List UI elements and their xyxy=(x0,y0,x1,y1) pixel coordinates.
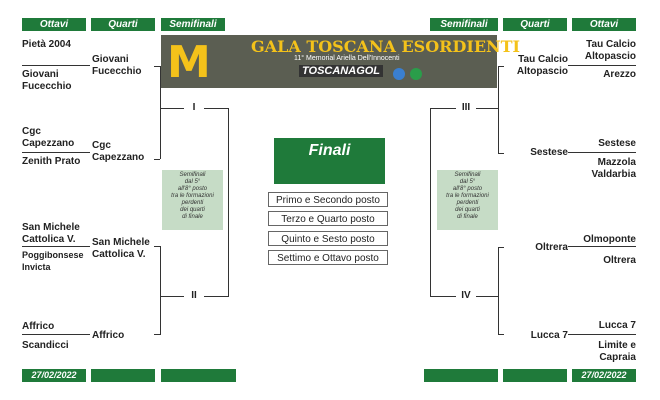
bracket-line xyxy=(154,246,160,247)
final-place-3: Quinto e Sesto posto xyxy=(268,231,388,246)
header-ottavi-right: Ottavi xyxy=(572,18,636,31)
team-left-quarti-3: San Michele Cattolica V. xyxy=(92,237,150,260)
team-left-ottavi-1: Pietà 2004 xyxy=(22,39,71,50)
team-right-quarti-1: Tau Calcio Altopascio xyxy=(516,54,568,77)
team-right-ottavi-1: Tau Calcio Altopascio xyxy=(584,39,636,62)
banner-subtitle: 11° Memorial Ariella Dell'Innocenti xyxy=(294,55,400,62)
footer-bar xyxy=(503,369,567,382)
bracket-line xyxy=(154,159,160,160)
team-right-ottavi-6: Oltrera xyxy=(603,255,636,266)
team-left-ottavi-7: Affrico xyxy=(22,321,55,332)
header-quarti-right: Quarti xyxy=(503,18,567,31)
footer-bar xyxy=(161,369,236,382)
semifinal-label-1: I xyxy=(184,102,204,114)
semifinal-label-2: II xyxy=(184,290,204,302)
team-left-ottavi-2: Giovani Fucecchio xyxy=(22,69,72,92)
team-left-ottavi-5: San Michele Cattolica V. xyxy=(22,222,80,245)
team-right-quarti-2: Sestese xyxy=(530,147,568,158)
team-right-quarti-3: Oltrera xyxy=(535,242,568,253)
team-left-ottavi-6: Poggibonsese Invicta xyxy=(22,250,84,272)
bracket-line xyxy=(22,334,90,335)
final-place-4: Settimo e Ottavo posto xyxy=(268,250,388,265)
team-left-ottavi-8: Scandicci xyxy=(22,340,69,351)
team-left-quarti-2: Cgc Capezzano xyxy=(92,140,145,163)
header-ottavi-left: Ottavi xyxy=(22,18,86,31)
footer-bar xyxy=(424,369,498,382)
bracket-line xyxy=(160,246,161,335)
header-semifinali-right: Semifinali xyxy=(430,18,498,31)
bracket-line xyxy=(160,66,161,159)
semifinal-label-3: III xyxy=(456,102,476,114)
bracket-line xyxy=(22,246,90,247)
footer-date-left: 27/02/2022 xyxy=(22,369,86,382)
team-left-ottavi-4: Zenith Prato xyxy=(22,156,81,167)
team-right-quarti-4: Lucca 7 xyxy=(530,330,568,341)
badge-icon xyxy=(410,68,422,80)
bracket-line xyxy=(498,247,504,248)
banner-title: GALA TOSCANA ESORDIENTI xyxy=(251,37,521,56)
bracket-line xyxy=(568,246,636,247)
team-right-ottavi-3: Sestese xyxy=(598,138,636,149)
finals-title: Finali xyxy=(274,138,385,184)
bracket-line xyxy=(568,334,636,335)
bracket-line xyxy=(22,152,90,153)
semifinal-label-4: IV xyxy=(456,290,476,302)
bracket-line xyxy=(228,108,229,297)
header-quarti-left: Quarti xyxy=(91,18,155,31)
final-place-1: Primo e Secondo posto xyxy=(268,192,388,207)
team-right-ottavi-4: Mazzola Valdarbia xyxy=(591,157,636,180)
team-right-ottavi-2: Arezzo xyxy=(603,69,636,80)
header-semifinali-left: Semifinali xyxy=(161,18,225,31)
team-left-ottavi-3: Cgc Capezzano xyxy=(22,126,75,149)
bracket-line xyxy=(154,334,160,335)
sponsor-logo: TOSCANAGOL xyxy=(299,65,384,77)
footer-date-right: 27/02/2022 xyxy=(572,369,636,382)
bracket-line xyxy=(498,334,504,335)
note-right: Semifinali dal 5° all'8° posto tra le fo… xyxy=(437,170,498,230)
bracket-line xyxy=(498,153,504,154)
team-right-ottavi-8: Limite e Capraia xyxy=(598,340,636,363)
bracket-line xyxy=(22,65,90,66)
team-right-ottavi-5: Olmoponte xyxy=(583,234,636,245)
note-left: Semifinali dal 5° all'8° posto tra le fo… xyxy=(162,170,223,230)
bracket-line xyxy=(498,66,504,67)
mcdonalds-logo: M xyxy=(167,37,211,88)
event-banner: M GALA TOSCANA ESORDIENTI 11° Memorial A… xyxy=(161,35,520,88)
bracket-line xyxy=(498,66,499,154)
final-place-2: Terzo e Quarto posto xyxy=(268,211,388,226)
bracket-line xyxy=(430,108,431,297)
team-right-ottavi-7: Lucca 7 xyxy=(598,320,636,331)
footer-bar xyxy=(91,369,155,382)
bracket-line xyxy=(498,247,499,335)
bracket-line xyxy=(568,152,636,153)
badge-icon xyxy=(393,68,405,80)
team-left-quarti-4: Affrico xyxy=(92,330,125,341)
bracket-line xyxy=(568,65,636,66)
bracket-line xyxy=(154,66,160,67)
team-left-quarti-1: Giovani Fucecchio xyxy=(92,54,142,77)
